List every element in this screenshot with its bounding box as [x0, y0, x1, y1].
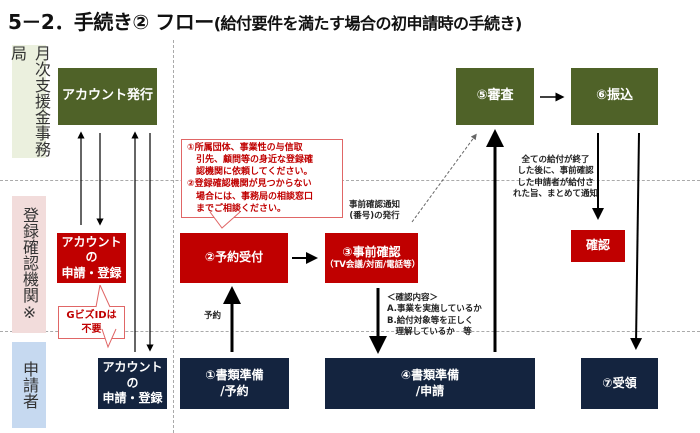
app-account-box: アカウントの 申請・登録 [98, 358, 167, 409]
app-account-line2: 申請・登録 [102, 391, 163, 406]
pre-check-line1: ③事前確認 [342, 244, 401, 259]
docs-apply-line2: /申請 [415, 383, 445, 398]
reservation-accept-box: ②予約受付 [180, 233, 288, 283]
completion-line: れた旨、まとめて通知 [513, 189, 599, 200]
check-contents-line: ＜確認内容＞ [387, 293, 439, 303]
check-contents-line: 理解しているか 等 [387, 327, 472, 338]
completion-note: 全ての給付が終了 した後に、事前確認 した申請者が給付さ れた旨、まとめて通知 [513, 155, 598, 201]
notice-note: 事前確認通知 (番号)の発行 [349, 200, 400, 223]
gbiz-line2: 不要 [81, 323, 102, 335]
notice-line: 事前確認通知 [349, 200, 401, 210]
guidance-line: 認機関に依頼してください。 [187, 167, 313, 178]
arrow-to-receive [630, 132, 643, 350]
reg-account-line1: アカウントの [61, 234, 122, 265]
title-main: 5－2．手続き② フロー [8, 10, 214, 34]
guidance-line: 引先、顧問等の身近な登録確 [187, 155, 314, 166]
reservation-accept-label: ②予約受付 [204, 250, 264, 265]
lane-applicant: 申請者 [12, 342, 46, 428]
receive-label: ⑦受領 [602, 375, 637, 390]
docs-reserve-box: ①書類準備 /予約 [180, 358, 289, 409]
check-contents-line: A.事業を実施しているか [387, 304, 482, 315]
guidance-line: ②登録確認機関が見つからない [187, 179, 312, 190]
gbiz-callout-pointers [95, 285, 117, 349]
lane-divider [0, 331, 700, 332]
pre-check-line2: （TV会議/対面/電話等） [325, 260, 421, 271]
gbiz-line1: GビズIDは [66, 310, 117, 321]
completion-line: した申請者が給付さ [517, 177, 594, 188]
confirm-box: 確認 [571, 230, 625, 262]
completion-line: した後に、事前確認 [517, 166, 594, 177]
guidance-line: 場合には、事務局の相談窓口 [187, 191, 314, 202]
lane-registration-body: 登録確認機関※ [12, 196, 46, 333]
guidance-line: までご相談ください。 [187, 203, 287, 214]
notice-line: (番号)の発行 [349, 211, 400, 222]
title-sub: (給付要件を満たす場合の初申請時の手続き) [213, 14, 523, 33]
arrow-notice [411, 133, 477, 223]
page-title: 5－2．手続き② フロー(給付要件を満たす場合の初申請時の手続き) [8, 6, 522, 35]
transfer-box: ⑥振込 [571, 68, 658, 125]
docs-apply-line1: ④書類準備 [400, 367, 460, 382]
check-contents-line: B.給付対象等を正しく [387, 315, 474, 326]
account-issue-box: アカウント発行 [58, 68, 157, 125]
reg-account-line2: 申請・登録 [61, 265, 122, 280]
docs-reserve-line1: ①書類準備 [205, 367, 264, 382]
reg-account-box: アカウントの 申請・登録 [57, 233, 126, 283]
check-contents-note: ＜確認内容＞ A.事業を実施しているか B.給付対象等を正しく 理解しているか … [387, 293, 482, 339]
confirm-label: 確認 [585, 238, 610, 253]
app-account-line1: アカウントの [102, 360, 163, 390]
guidance-line: ①所属団体、事業性の与信取 [187, 143, 303, 153]
review-box: ⑤審査 [456, 68, 534, 125]
review-label: ⑤審査 [476, 88, 514, 104]
transfer-label: ⑥振込 [595, 88, 633, 104]
guidance-callout: ①所属団体、事業性の与信取 引先、顧問等の身近な登録確 認機関に依頼してください… [181, 139, 343, 218]
completion-line: 全ての給付が終了 [521, 155, 590, 165]
guidance-callout-pointer [209, 212, 241, 229]
reserve-note: 予約 [204, 311, 222, 321]
docs-apply-box: ④書類準備 /申請 [325, 358, 535, 409]
docs-reserve-line2: /予約 [220, 383, 249, 398]
phase-divider [173, 40, 174, 433]
account-issue-label: アカウント発行 [61, 88, 153, 104]
receive-box: ⑦受領 [581, 358, 658, 409]
lane-divider [0, 180, 700, 181]
pre-check-box: ③事前確認 （TV会議/対面/電話等） [325, 233, 421, 283]
